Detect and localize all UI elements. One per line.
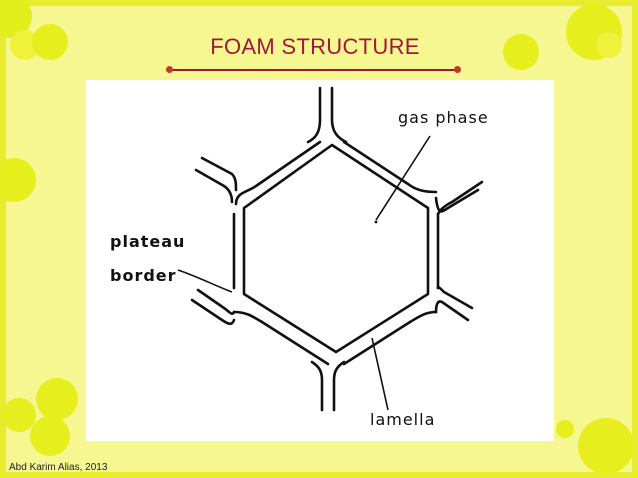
lamella-bottom-right <box>342 310 438 366</box>
pointer-lamella <box>371 337 389 411</box>
label-gas-phase: gas phase <box>398 108 489 127</box>
branch-lower-right-b <box>434 300 470 322</box>
branch-lower-left-a <box>196 288 236 315</box>
branch-lower-right-a <box>436 285 474 310</box>
decor-circle <box>556 420 574 438</box>
pointer-gas-phase <box>375 135 431 221</box>
decor-circle <box>596 32 622 58</box>
label-border: border <box>110 266 177 285</box>
branch-lower-left-b <box>190 298 236 326</box>
decor-circle <box>578 418 634 474</box>
title-underline-dot-right <box>454 66 461 73</box>
branch-upper-left-b <box>194 168 234 204</box>
decor-circle <box>503 34 539 70</box>
lamella-top-left <box>234 140 322 206</box>
channel-top-right <box>330 86 348 144</box>
decor-circle <box>0 158 36 202</box>
lamella-top-right <box>342 140 438 194</box>
title-underline <box>170 69 458 71</box>
slide-footer: Abd Karim Alias, 2013 <box>9 462 108 473</box>
label-lamella: lamella <box>370 410 436 429</box>
decor-circle <box>2 398 36 432</box>
channel-bottom-left <box>310 360 324 412</box>
channel-top-left <box>306 86 322 144</box>
gas-phase-point <box>374 220 378 224</box>
hexagon-inner-wall <box>242 143 430 354</box>
decor-circle <box>30 416 70 456</box>
branch-upper-right-b <box>434 188 480 213</box>
branch-upper-right-a <box>436 180 484 216</box>
foam-diagram-drawing <box>177 86 484 412</box>
decor-circle <box>32 24 68 60</box>
label-plateau: plateau <box>110 232 186 251</box>
decor-circle <box>36 378 78 420</box>
lamella-bottom-left <box>232 310 330 366</box>
title-underline-dot-left <box>166 66 173 73</box>
pointer-plateau-border <box>177 269 233 293</box>
foam-diagram: gas phase plateau border lamella <box>86 80 554 441</box>
channel-bottom-right <box>332 360 346 412</box>
branch-upper-left-a <box>200 156 238 192</box>
slide-title: FOAM STRUCTURE <box>210 34 420 59</box>
